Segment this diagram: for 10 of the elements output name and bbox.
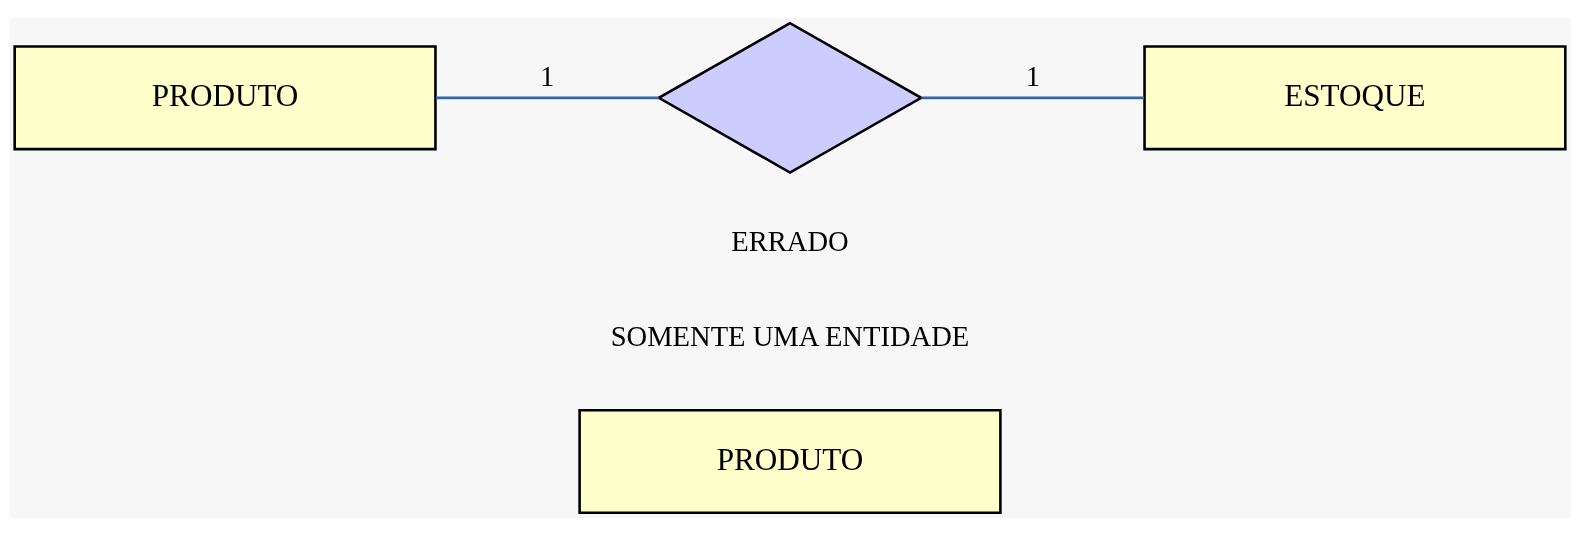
node-box: ESTOQUE xyxy=(1143,44,1567,150)
connector xyxy=(921,96,1145,99)
node-box: PRODUTO xyxy=(578,408,1002,514)
label: SOMENTE UMA ENTIDADE xyxy=(610,320,970,352)
edge-label: 1 xyxy=(1025,60,1040,92)
node-diamond xyxy=(656,21,924,174)
node-box: PRODUTO xyxy=(13,44,437,150)
connector xyxy=(435,96,659,99)
edge-label: 1 xyxy=(540,60,555,92)
label: ERRADO xyxy=(731,225,849,257)
